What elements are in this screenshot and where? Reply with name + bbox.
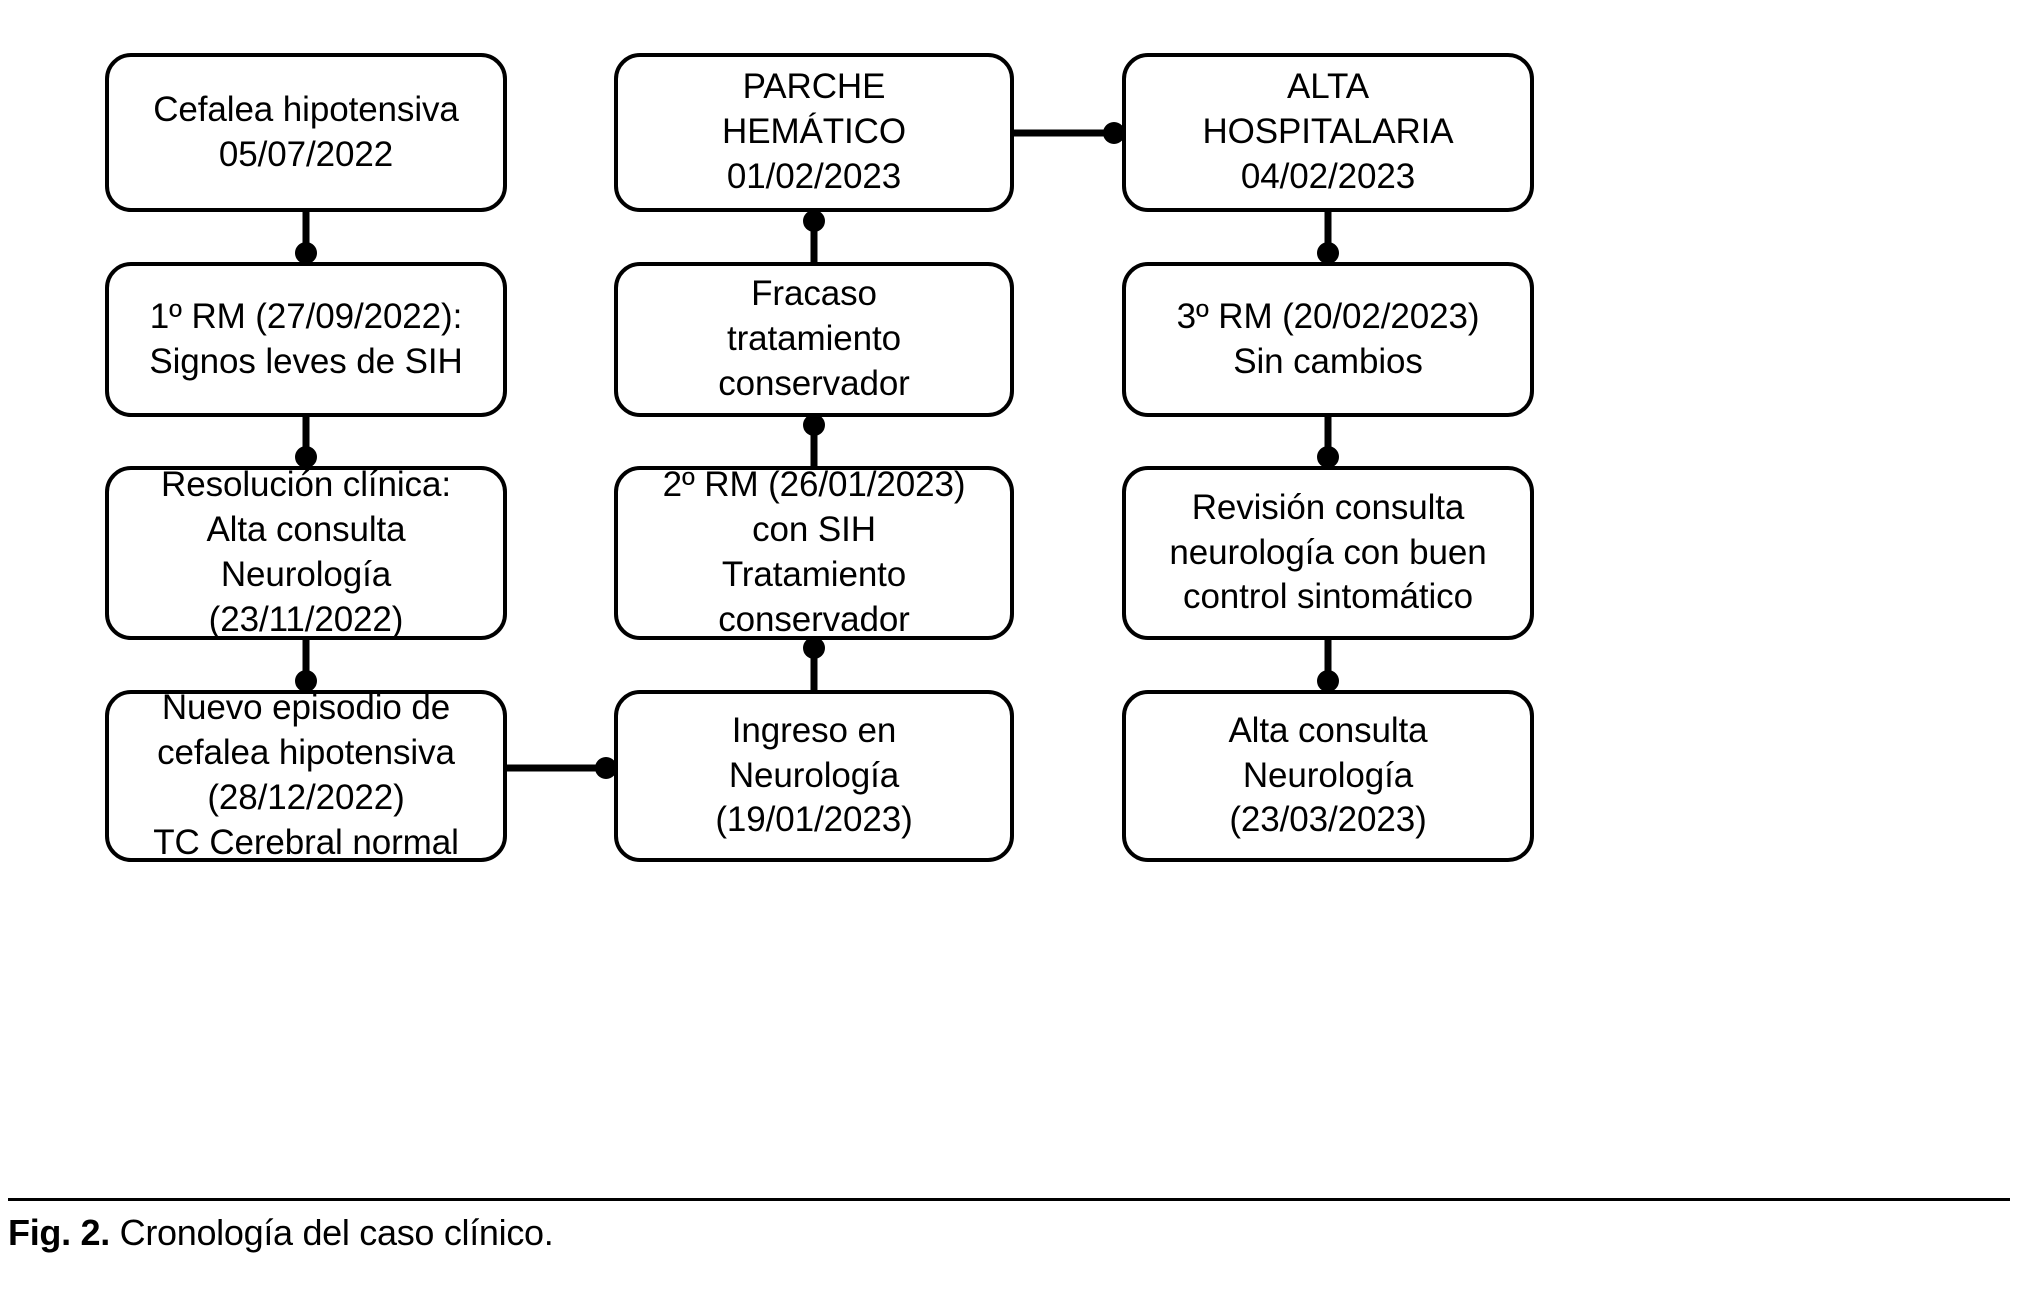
node-segunda-rm[interactable]: 2º RM (26/01/2023) con SIH Tratamiento c… xyxy=(614,465,1014,640)
caption-text: Cronología del caso clínico. xyxy=(119,1212,554,1253)
node-cefalea-hipotensiva[interactable]: Cefalea hipotensiva 05/07/2022 xyxy=(105,53,507,212)
node-line: Cefalea hipotensiva xyxy=(153,89,459,129)
node-line: 05/07/2022 xyxy=(218,134,394,174)
node-line: Sin cambios xyxy=(1233,341,1423,381)
node-nuevo-episodio[interactable]: Nuevo episodio de cefalea hipotensiva (2… xyxy=(105,688,507,862)
node-line: conservador xyxy=(718,363,910,403)
node-line: (19/01/2023) xyxy=(715,800,913,840)
node-line: Revisión consulta xyxy=(1191,487,1465,527)
node-line: Nuevo episodio de xyxy=(161,688,451,728)
node-parche-hematico[interactable]: PARCHE HEMÁTICO 01/02/2023 xyxy=(614,53,1014,212)
node-line: Tratamiento xyxy=(721,555,907,594)
node-primera-rm[interactable]: 1º RM (27/09/2022): Signos leves de SIH xyxy=(105,262,507,417)
node-line: 01/02/2023 xyxy=(726,156,902,196)
node-line: (23/11/2022) xyxy=(208,599,404,639)
edge-dot-n7-n8 xyxy=(803,210,825,232)
figure-caption: Fig. 2. Cronología del caso clínico. xyxy=(8,1212,554,1254)
node-line: HEMÁTICO xyxy=(722,112,906,152)
node-tercera-rm[interactable]: 3º RM (20/02/2023) Sin cambios xyxy=(1122,262,1534,417)
node-line: PARCHE xyxy=(742,67,886,107)
node-line: ALTA xyxy=(1287,67,1369,107)
edge-dot-n9-n10 xyxy=(1317,242,1339,264)
node-line: Resolución clínica: xyxy=(161,465,451,505)
edge-dot-n10-n11 xyxy=(1317,446,1339,468)
caption-divider xyxy=(8,1198,2010,1201)
node-line: 2º RM (26/01/2023) xyxy=(662,465,966,505)
node-line: (23/03/2023) xyxy=(1229,800,1427,840)
node-line: Alta consulta xyxy=(1228,710,1428,750)
node-line: con SIH xyxy=(752,510,876,550)
node-line: TC Cerebral normal xyxy=(153,822,459,862)
node-line: 3º RM (20/02/2023) xyxy=(1176,296,1480,336)
node-line: control sintomático xyxy=(1183,577,1473,617)
edge-dot-n6-n7 xyxy=(803,414,825,436)
edge-dot-n1-n2 xyxy=(295,242,317,264)
node-line: cefalea hipotensiva xyxy=(157,733,455,773)
node-line: neurología con buen xyxy=(1169,532,1487,572)
node-line: Neurología xyxy=(1242,755,1414,795)
node-line: conservador xyxy=(718,599,910,639)
node-resolucion-clinica[interactable]: Resolución clínica: Alta consulta Neurol… xyxy=(105,465,507,640)
node-ingreso-neurologia[interactable]: Ingreso en Neurología (19/01/2023) xyxy=(614,690,1014,862)
node-line: 1º RM (27/09/2022): xyxy=(149,296,463,336)
node-line: HOSPITALARIA xyxy=(1202,112,1454,152)
node-alta-consulta-final[interactable]: Alta consulta Neurología (23/03/2023) xyxy=(1122,690,1534,862)
edge-dot-n11-n12 xyxy=(1317,670,1339,692)
node-revision-consulta[interactable]: Revisión consulta neurología con buen co… xyxy=(1122,466,1534,640)
node-line: Alta consulta xyxy=(206,510,406,550)
node-line: Neurología xyxy=(220,555,392,594)
caption-label: Fig. 2. xyxy=(8,1212,110,1253)
node-line: (28/12/2022) xyxy=(207,778,405,817)
node-line: tratamiento xyxy=(727,319,901,359)
node-line: Signos leves de SIH xyxy=(149,341,463,381)
node-line: 04/02/2023 xyxy=(1240,156,1416,196)
node-line: Fracaso xyxy=(751,274,877,314)
node-fracaso-tratamiento[interactable]: Fracaso tratamiento conservador xyxy=(614,262,1014,417)
node-line: Ingreso en xyxy=(731,710,897,750)
node-line: Neurología xyxy=(728,755,900,795)
node-alta-hospitalaria[interactable]: ALTA HOSPITALARIA 04/02/2023 xyxy=(1122,53,1534,212)
